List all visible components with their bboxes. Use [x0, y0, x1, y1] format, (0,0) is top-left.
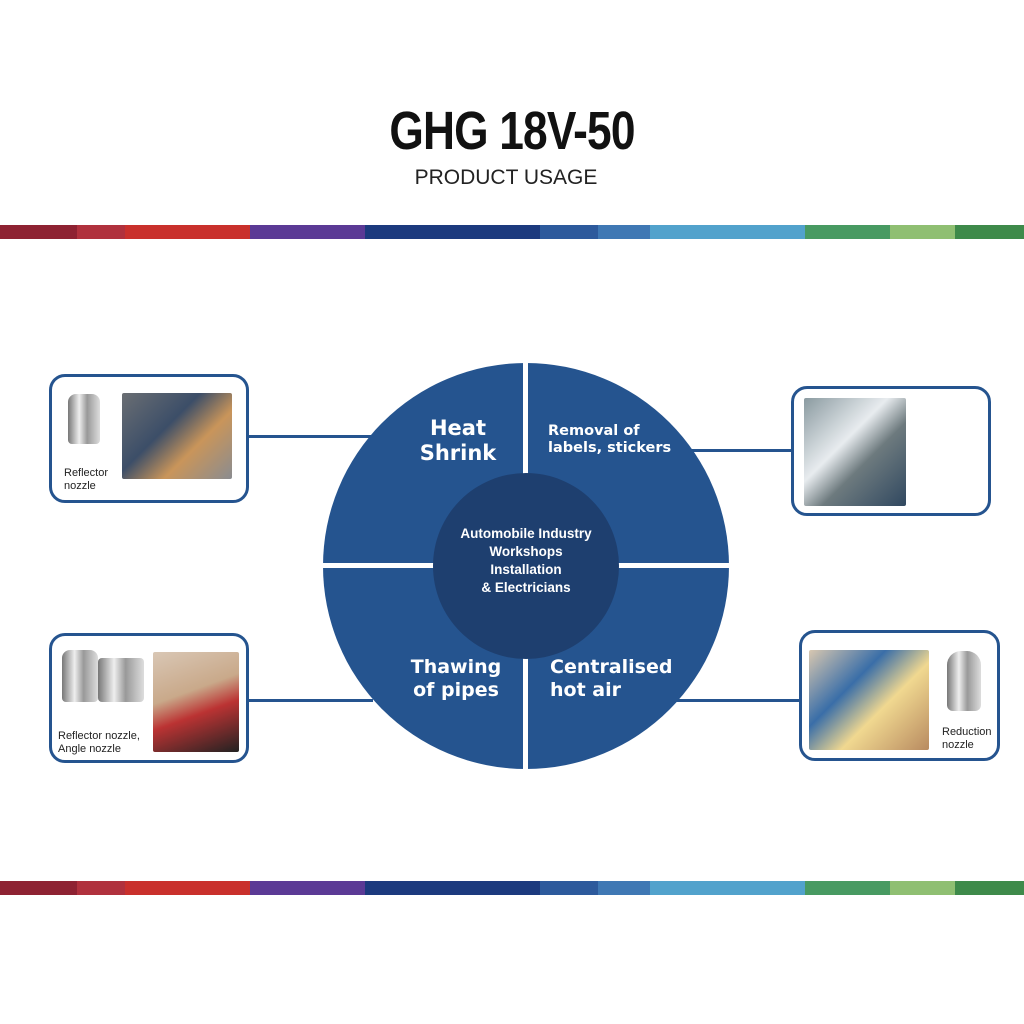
- stripe-segment: [955, 881, 1024, 895]
- color-stripe-top: [0, 225, 1024, 239]
- stripe-segment: [77, 225, 125, 239]
- stripe-segment: [365, 881, 540, 895]
- stripe-segment: [598, 225, 650, 239]
- stripe-segment: [890, 225, 955, 239]
- stripe-segment: [365, 225, 540, 239]
- stripe-segment: [0, 881, 77, 895]
- stripe-segment: [650, 225, 805, 239]
- reflector-nozzle-image: [62, 650, 98, 702]
- stripe-segment: [955, 225, 1024, 239]
- box-caption: Reflector nozzle,Angle nozzle: [58, 730, 140, 755]
- connector-line: [248, 435, 373, 438]
- box-label-removal: [791, 386, 991, 516]
- inner-circle: [433, 473, 619, 659]
- stripe-segment: [540, 225, 598, 239]
- heat-shrink-photo: [122, 393, 232, 479]
- thawing-pipes-photo: [153, 652, 239, 752]
- stripe-segment: [598, 881, 650, 895]
- stripe-segment: [250, 881, 365, 895]
- stripe-segment: [125, 225, 250, 239]
- reduction-nozzle-image: [947, 651, 981, 711]
- reflector-nozzle-image: [68, 394, 100, 444]
- stripe-segment: [650, 881, 805, 895]
- connector-line: [675, 699, 802, 702]
- connector-line: [248, 699, 373, 702]
- stripe-segment: [77, 881, 125, 895]
- stripe-segment: [805, 881, 890, 895]
- product-title: GHG 18V-50: [389, 101, 635, 161]
- stripe-segment: [125, 881, 250, 895]
- hot-air-photo: [809, 650, 929, 750]
- label-removal-photo: [804, 398, 906, 506]
- connector-line: [690, 449, 794, 452]
- product-subtitle: PRODUCT USAGE: [414, 166, 598, 189]
- stripe-segment: [250, 225, 365, 239]
- stripe-segment: [540, 881, 598, 895]
- angle-nozzle-image: [98, 658, 144, 702]
- stripe-segment: [890, 881, 955, 895]
- box-thawing-pipes: Reflector nozzle,Angle nozzle: [49, 633, 249, 763]
- color-stripe-bottom: [0, 881, 1024, 895]
- stripe-segment: [0, 225, 77, 239]
- stripe-segment: [805, 225, 890, 239]
